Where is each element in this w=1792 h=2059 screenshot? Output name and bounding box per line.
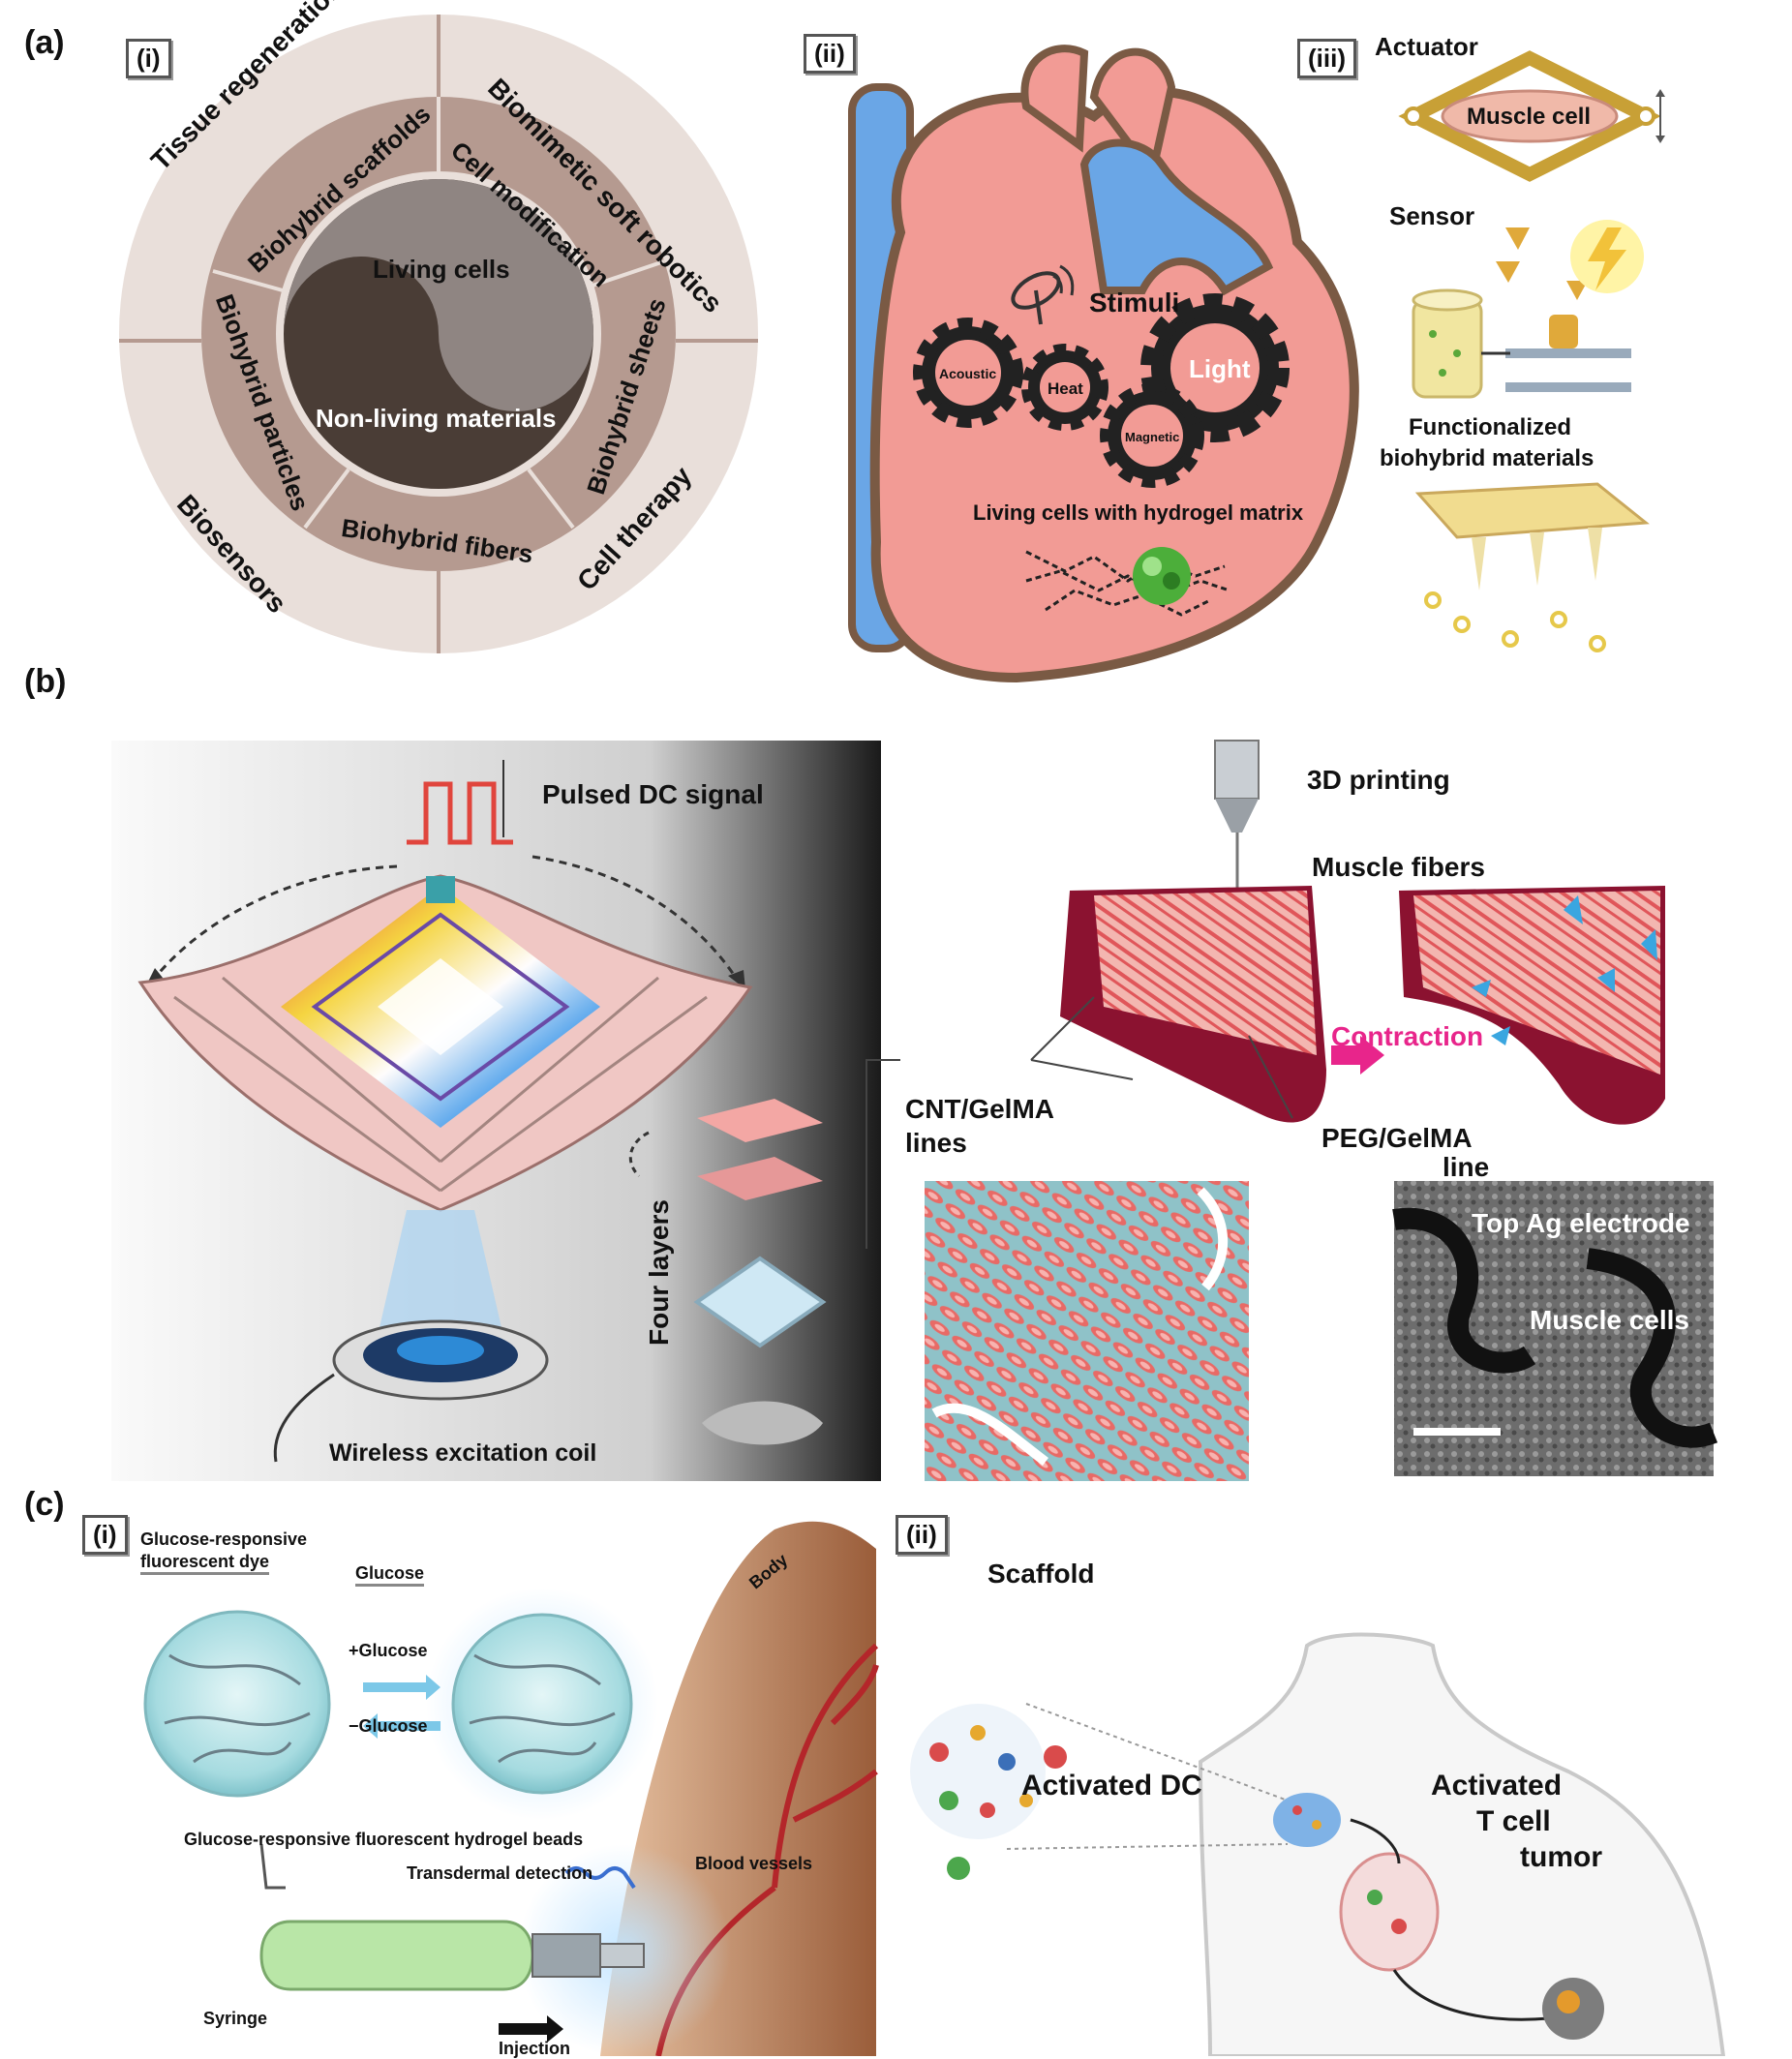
wheel-center-non-living: Non-living materials [316,404,557,433]
panel-b-letter: (b) [24,663,67,700]
muscle-cell-label: Muscle cell [1467,104,1592,130]
gear-acoustic-icon [913,318,1023,428]
muscle-fibers-label: Muscle fibers [1312,852,1485,882]
subpanel-a-iii: (iii) [1297,39,1356,78]
coil-label: Wireless excitation coil [329,1439,597,1467]
gear-heat-icon [1021,344,1109,431]
subpanel-c-ii: (ii) [896,1515,948,1555]
peg-line-label: line [1443,1152,1490,1182]
gear-magnetic-label: Magnetic [1125,430,1180,444]
printed-muscle-illustration [925,740,1718,1481]
contraction-label: Contraction [1331,1021,1484,1051]
glucose-sensor-illustration [143,1521,879,2056]
activated-dc-label: Activated DC [1021,1770,1202,1802]
wheel-center-living-cells: Living cells [373,255,510,284]
minus-glucose-label: −Glucose [349,1716,428,1736]
glucose-label: Glucose [355,1563,425,1587]
printing-label: 3D printing [1307,765,1450,795]
subpanel-a-i: (i) [126,39,171,78]
blood-vessels-label: Blood vessels [695,1854,813,1873]
biohybrid-wheel [119,15,758,653]
injection-label: Injection [499,2039,571,2058]
wireless-robot-illustration [111,741,900,1481]
tumor-label: tumor [1520,1841,1602,1873]
actuator-label: Actuator [1375,32,1478,61]
immunotherapy-illustration [910,1632,1726,2056]
functionalized-label: Functionalized [1409,414,1571,440]
gear-light-label: Light [1189,354,1251,383]
top-ag-electrode-label: Top Ag electrode [1472,1208,1690,1238]
t-cell-label: T cell [1476,1805,1551,1837]
panel-c-letter: (c) [24,1486,65,1523]
dye-label-1: Glucose-responsive [140,1529,308,1549]
subpanel-a-ii: (ii) [804,34,856,74]
transdermal-label: Transdermal detection [407,1863,593,1883]
heart-illustration [848,45,1359,683]
beads-label: Glucose-responsive fluorescent hydrogel … [184,1830,584,1849]
scaffold-cluster [910,1704,1067,1880]
cnt-gelma-label: CNT/GelMA [905,1094,1054,1124]
gear-heat-label: Heat [1048,379,1083,398]
actuator-sensor-illustration [1398,50,1665,652]
plus-glucose-label: +Glucose [349,1641,428,1660]
peg-gelma-label: PEG/GelMA [1321,1123,1473,1153]
activated-label: Activated [1431,1770,1563,1802]
four-layers-label: Four layers [644,1199,674,1346]
sensor-label: Sensor [1389,201,1475,230]
scaffold-label: Scaffold [987,1559,1095,1589]
gear-acoustic-label: Acoustic [939,366,997,381]
panel-a-letter: (a) [24,24,65,61]
muscle-cells-label: Muscle cells [1530,1305,1689,1335]
subpanel-c-i: (i) [82,1515,128,1555]
stimuli-label: Stimuli [1089,288,1180,318]
gear-light-icon [1140,293,1290,442]
biohybrid-materials-label: biohybrid materials [1380,445,1595,471]
pulsed-dc-label: Pulsed DC signal [542,779,764,809]
gear-magnetic-icon [1100,383,1204,488]
syringe-label: Syringe [203,2009,268,2028]
cnt-lines-label: lines [905,1128,967,1158]
dye-label-2: fluorescent dye [140,1552,270,1575]
hydrogel-matrix-label: Living cells with hydrogel matrix [973,500,1304,525]
